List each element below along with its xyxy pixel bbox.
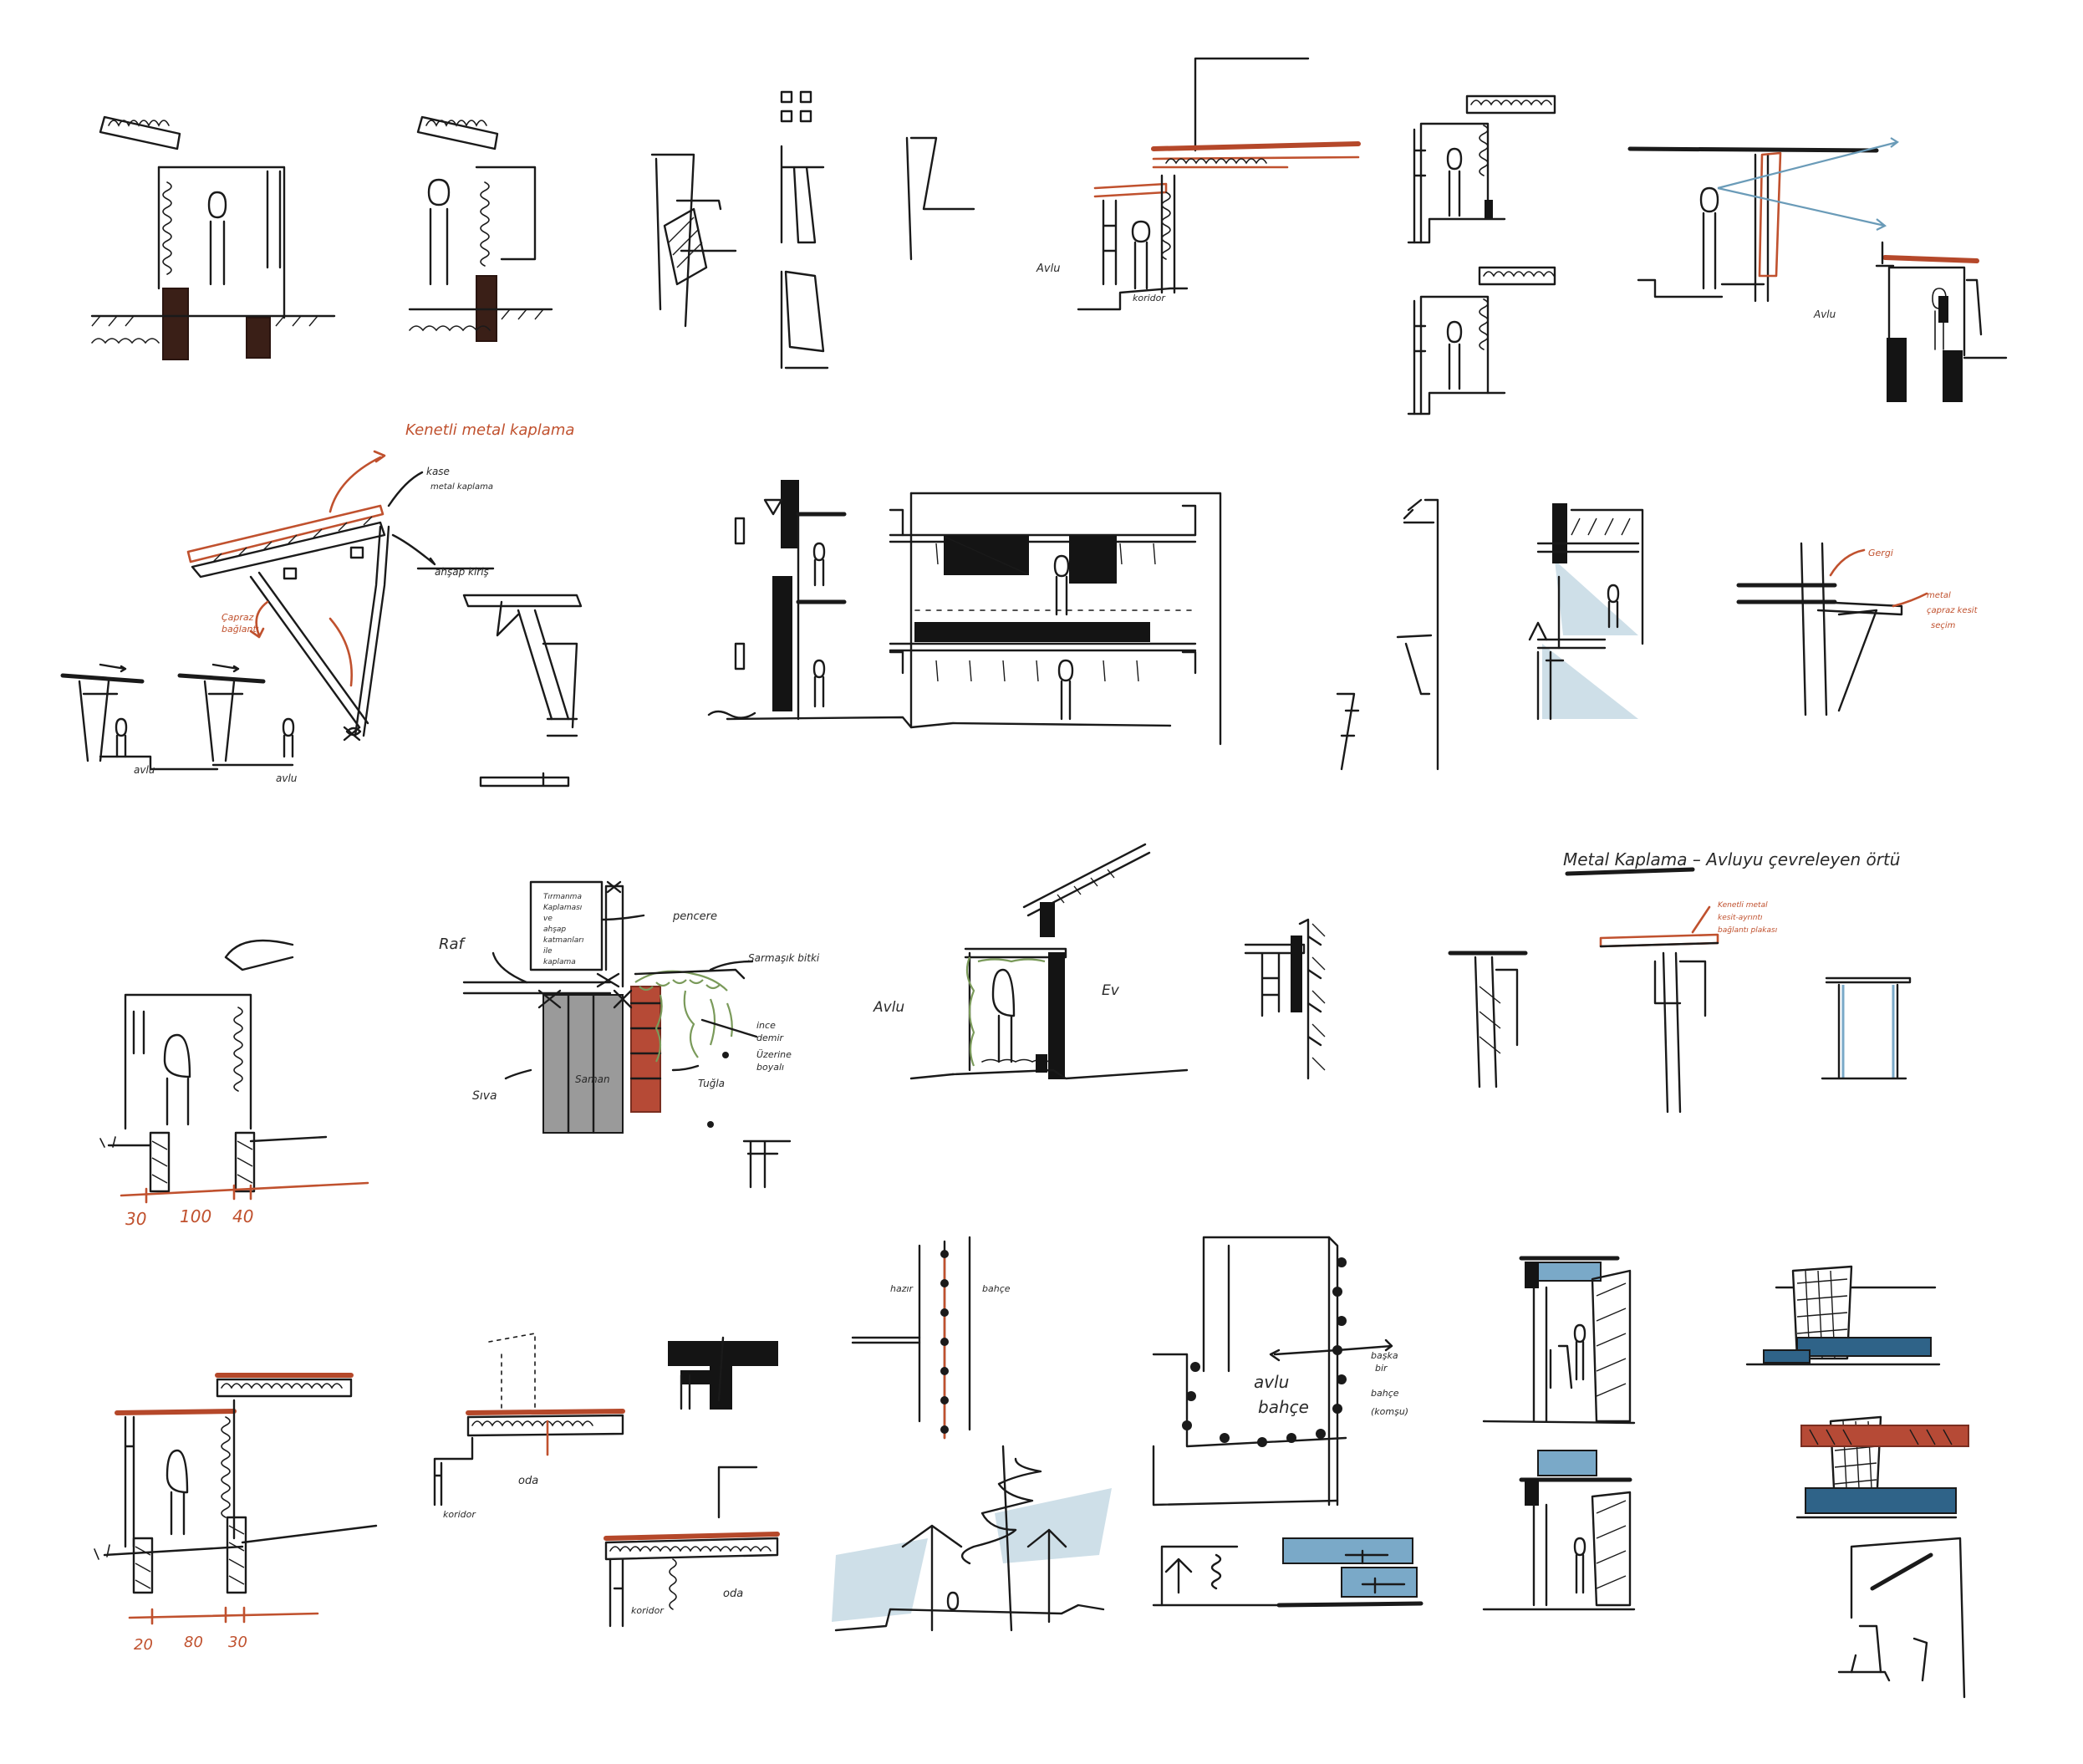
label-secim: seçim [1931, 621, 1956, 630]
note-7: kaplama [543, 958, 576, 966]
title-kenetli-metal: Kenetli metal kaplama [405, 421, 574, 439]
label-bir: bir [1375, 1363, 1388, 1374]
sketch-canopy-13: Avlu Ev [873, 843, 1189, 1080]
label-siva: Sıva [472, 1089, 497, 1103]
label-avlu-2: Avlu [1813, 308, 1836, 320]
label-metal-kaplama: metal kaplama [430, 482, 493, 492]
label-bahce-2: bahçe [1258, 1397, 1309, 1417]
label-baglanti-plakasi: bağlantı plakası [1718, 926, 1778, 935]
dim-80: 80 [184, 1634, 203, 1651]
label-oda-2: oda [723, 1588, 743, 1600]
note-6: ile [543, 947, 553, 956]
label-ev: Ev [1102, 982, 1120, 999]
sketch-roof-detail-7: Kenetli metal kaplama kase metal kaplama… [60, 421, 583, 788]
sketch-blue-sections-20 [1482, 1256, 1636, 1611]
sketch-details-3 [650, 90, 975, 370]
sketch-column-sky-18: hazır bahçe [832, 1236, 1112, 1632]
label-hazir: hazır [890, 1283, 914, 1294]
label-gergi: Gergi [1868, 548, 1893, 558]
label-koridor-2: koridor [443, 1509, 476, 1520]
label-sarmasik: Sarmaşık bitki [748, 952, 820, 964]
sketch-section-dims-16: 20 80 30 [94, 1373, 378, 1654]
label-avlu: Avlu [1036, 263, 1060, 275]
sketch-building-section-8 [707, 480, 1222, 746]
label-ahsap-kiris: ahşap kiriş [435, 566, 489, 578]
label-komsu: (komşu) [1371, 1406, 1408, 1417]
label-tugla: Tuğla [698, 1078, 725, 1089]
label-kesit-ayrinti: kesit-ayrıntı [1718, 914, 1763, 922]
label-baska: başka [1371, 1350, 1398, 1361]
label-metal: metal [1927, 591, 1951, 600]
sketch-plan-19: avlu bahçe başka bir bahçe (komşu) [1152, 1236, 1423, 1608]
label-boyali: boyalı [756, 1062, 784, 1073]
sketch-stacked-21 [1745, 1265, 1969, 1699]
sketch-beam-connection-10: Gergi metal çapraz kesit seçim [1736, 542, 1979, 716]
note-3: ve [543, 915, 553, 923]
sketch-section-2 [408, 115, 553, 342]
dim-30: 30 [125, 1209, 146, 1229]
dim-20: 20 [134, 1636, 153, 1654]
sketch-frames-14 [1244, 918, 1326, 1080]
sketch-section-4: Avlu koridor [1036, 57, 1361, 311]
sketch-section-dims-11: 30 100 40 [99, 939, 369, 1229]
sketch-wall-section-12: Raf pencere Sarmaşık bitki Sıva Saman Tu… [439, 880, 820, 1189]
note-5: katmanları [543, 936, 584, 945]
label-koridor-3: koridor [631, 1605, 665, 1616]
label-kenetli-metal: Kenetli metal [1718, 901, 1768, 910]
label-bahce: bahçe [982, 1283, 1011, 1294]
label-raf: Raf [439, 936, 466, 953]
label-koridor: koridor [1133, 293, 1166, 303]
label-avlu-6: avlu [1254, 1372, 1289, 1392]
label-avlu-5: Avlu [873, 999, 904, 1016]
label-baglanti: bağlantı [222, 624, 259, 635]
label-capraz: Çapraz [222, 612, 254, 623]
sketch-section-5 [1407, 94, 1556, 416]
sketch-section-1 [90, 115, 336, 360]
label-saman: Saman [575, 1073, 610, 1085]
label-uzerine: Üzerine [756, 1049, 792, 1060]
label-oda: oda [518, 1475, 538, 1487]
dim-30-b: 30 [228, 1634, 247, 1651]
dim-40: 40 [232, 1206, 253, 1226]
dim-100: 100 [180, 1206, 211, 1226]
sketch-shading-9 [1336, 498, 1644, 771]
label-capraz-kesit: çapraz kesit [1927, 606, 1979, 615]
note-2: Kaplaması [543, 904, 583, 912]
label-bahce-3: bahçe [1371, 1388, 1399, 1399]
label-avlu-3: avlu [134, 764, 155, 776]
label-pencere: pencere [672, 910, 717, 923]
label-avlu-4: avlu [276, 772, 298, 784]
label-kase: kase [426, 466, 450, 477]
label-demir: demir [756, 1032, 785, 1043]
sketch-sun-section-6: Avlu [1627, 137, 2008, 402]
note-1: Tırmanma [543, 893, 582, 901]
label-ince: ince [756, 1020, 776, 1031]
note-4: ahşap [543, 925, 566, 934]
sketch-metal-cover-15: Metal Kaplama – Avluyu çevreleyen örtü K… [1448, 849, 1912, 1114]
sketch-roof-sections-17: koridor oda koridor oda [433, 1333, 780, 1628]
title-metal-kaplama: Metal Kaplama – Avluyu çevreleyen örtü [1563, 849, 1901, 869]
